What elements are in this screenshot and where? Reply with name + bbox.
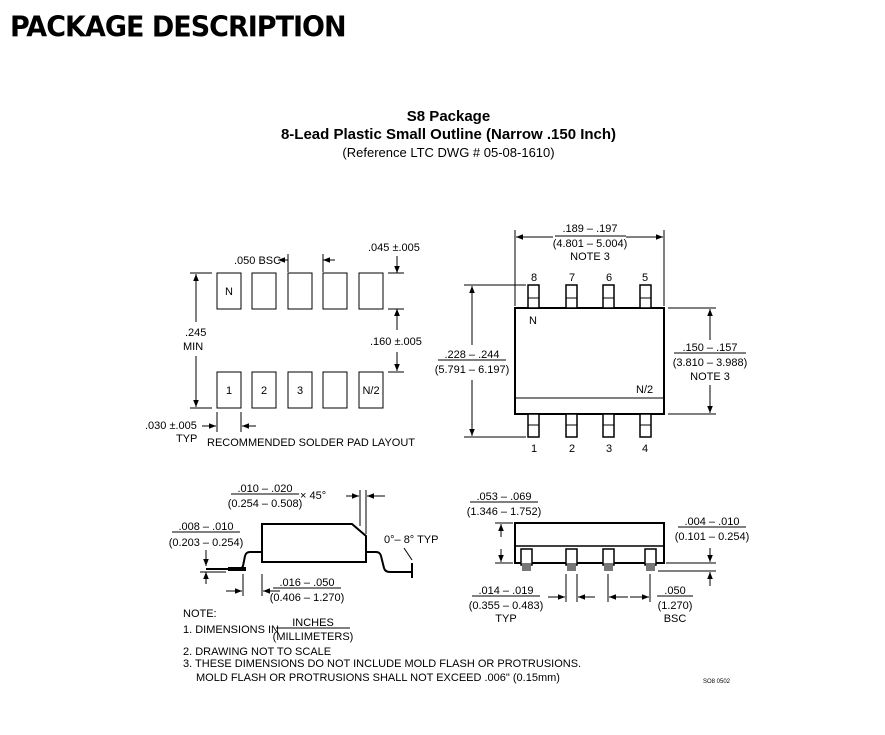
pad-label: 3 [297,385,303,397]
pin-number: 1 [531,443,537,455]
package-body [514,307,665,415]
package-title-block: S8 Package 8-Lead Plastic Small Outline … [0,108,885,161]
pin-number: 3 [606,443,612,455]
lead-thickness-label: .008 – .010 [178,521,233,533]
lead-width-typ: TYP [495,613,516,625]
body-length-mm: (4.801 – 5.004) [553,238,628,250]
side-body [261,523,367,563]
pad-label-n: N [225,286,233,298]
drawing-code: SO8 0502 [703,679,731,685]
note-3: 3. THESE DIMENSIONS DO NOT INCLUDE MOLD … [183,658,581,670]
solder-pad [216,371,242,409]
solder-pad [358,371,384,409]
solder-pad [251,371,277,409]
lead-pitch-bsc: BSC [664,613,687,625]
solder-pad [358,272,384,310]
note-3-continued: MOLD FLASH OR PROTRUSIONS SHALL NOT EXCE… [196,672,560,684]
foot-length-mm: (0.406 – 1.270) [270,592,345,604]
front-body [514,522,665,564]
pin-number: 5 [642,272,648,284]
body-label-n: N [529,315,537,327]
pad-label: N/2 [362,385,379,397]
pad-gap-typ: TYP [176,433,197,445]
body-label-n2: N/2 [636,384,653,396]
lead-pitch-label: .050 [664,585,685,597]
lead-width-label: .014 – .019 [478,585,533,597]
body-width-mm: (3.810 – 3.988) [673,357,748,369]
solder-pad [287,272,313,310]
package-side-view: .010 – .020 (0.254 – 0.508) × 45° .008 –… [169,483,439,604]
lead [639,284,652,309]
pin-number: 8 [531,272,537,284]
solder-pad [287,371,313,409]
pin-number: 4 [642,443,648,455]
lead-angle-label: 0°– 8° TYP [384,534,438,546]
lead-thickness-mm: (0.203 – 0.254) [169,537,244,549]
note-2: 2. DRAWING NOT TO SCALE [183,646,331,658]
package-height-label: .053 – .069 [476,491,531,503]
pin-number: 2 [569,443,575,455]
notes: NOTE: 1. DIMENSIONS IN INCHES (MILLIMETE… [183,608,731,685]
note-1-units-inches: INCHES [292,617,334,629]
overall-width-label: .228 – .244 [444,349,499,361]
lead-pitch-mm: (1.270) [658,600,693,612]
package-top-view: N N/2 8 7 6 5 1 2 3 4 .189 – .197 [435,223,748,455]
row-span-min: MIN [183,341,203,353]
pad-label: 1 [226,385,232,397]
pin-number: 7 [569,272,575,284]
package-height-mm: (1.346 – 1.752) [467,506,542,518]
lead [527,284,540,309]
chamfer-angle: × 45° [300,490,326,502]
standoff-label: .004 – .010 [684,516,739,528]
body-width-label: .150 – .157 [682,342,737,354]
pad-pitch-label: .050 BSC [234,255,281,267]
pad-label: 2 [261,385,267,397]
lead [565,284,578,309]
lead [565,548,578,566]
pad-width-label: .045 ±.005 [368,242,420,254]
solder-pad [251,272,277,310]
body-width-note: NOTE 3 [690,371,730,383]
solder-pad [216,272,242,310]
lead-width-mm: (0.355 – 0.483) [469,600,544,612]
pin-number: 6 [606,272,612,284]
solder-pad [322,371,348,409]
solder-pad-caption: RECOMMENDED SOLDER PAD LAYOUT [207,437,415,449]
pad-gap-label: .030 ±.005 [145,420,197,432]
solder-pad [322,272,348,310]
foot-length-label: .016 – .050 [279,577,334,589]
lead [602,284,615,309]
notes-header: NOTE: [183,608,217,620]
solder-pad-layout: N 1 2 3 N/2 .050 BSC .045 ±.005 .245 MIN [145,242,422,449]
row-span-label: .245 [185,327,206,339]
page-heading: PACKAGE DESCRIPTION [10,11,347,44]
note-1-units-mm: (MILLIMETERS) [273,631,354,643]
body-length-note: NOTE 3 [570,251,610,263]
lead [602,548,615,566]
package-name: S8 Package [406,108,491,125]
chamfer-mm: (0.254 – 0.508) [228,498,303,510]
body-length-label: .189 – .197 [562,223,617,235]
package-front-view: .053 – .069 (1.346 – 1.752) .004 – .010 … [467,491,750,625]
lead [644,548,657,566]
lead [520,548,533,566]
overall-width-mm: (5.791 – 6.197) [435,364,510,376]
package-reference: (Reference LTC DWG # 05-08-1610) [342,145,555,160]
note-1: 1. DIMENSIONS IN [183,624,279,636]
package-subtitle: 8-Lead Plastic Small Outline (Narrow .15… [280,126,617,143]
pad-length-label: .160 ±.005 [370,336,422,348]
chamfer-label: .010 – .020 [237,483,292,495]
standoff-mm: (0.101 – 0.254) [675,531,750,543]
